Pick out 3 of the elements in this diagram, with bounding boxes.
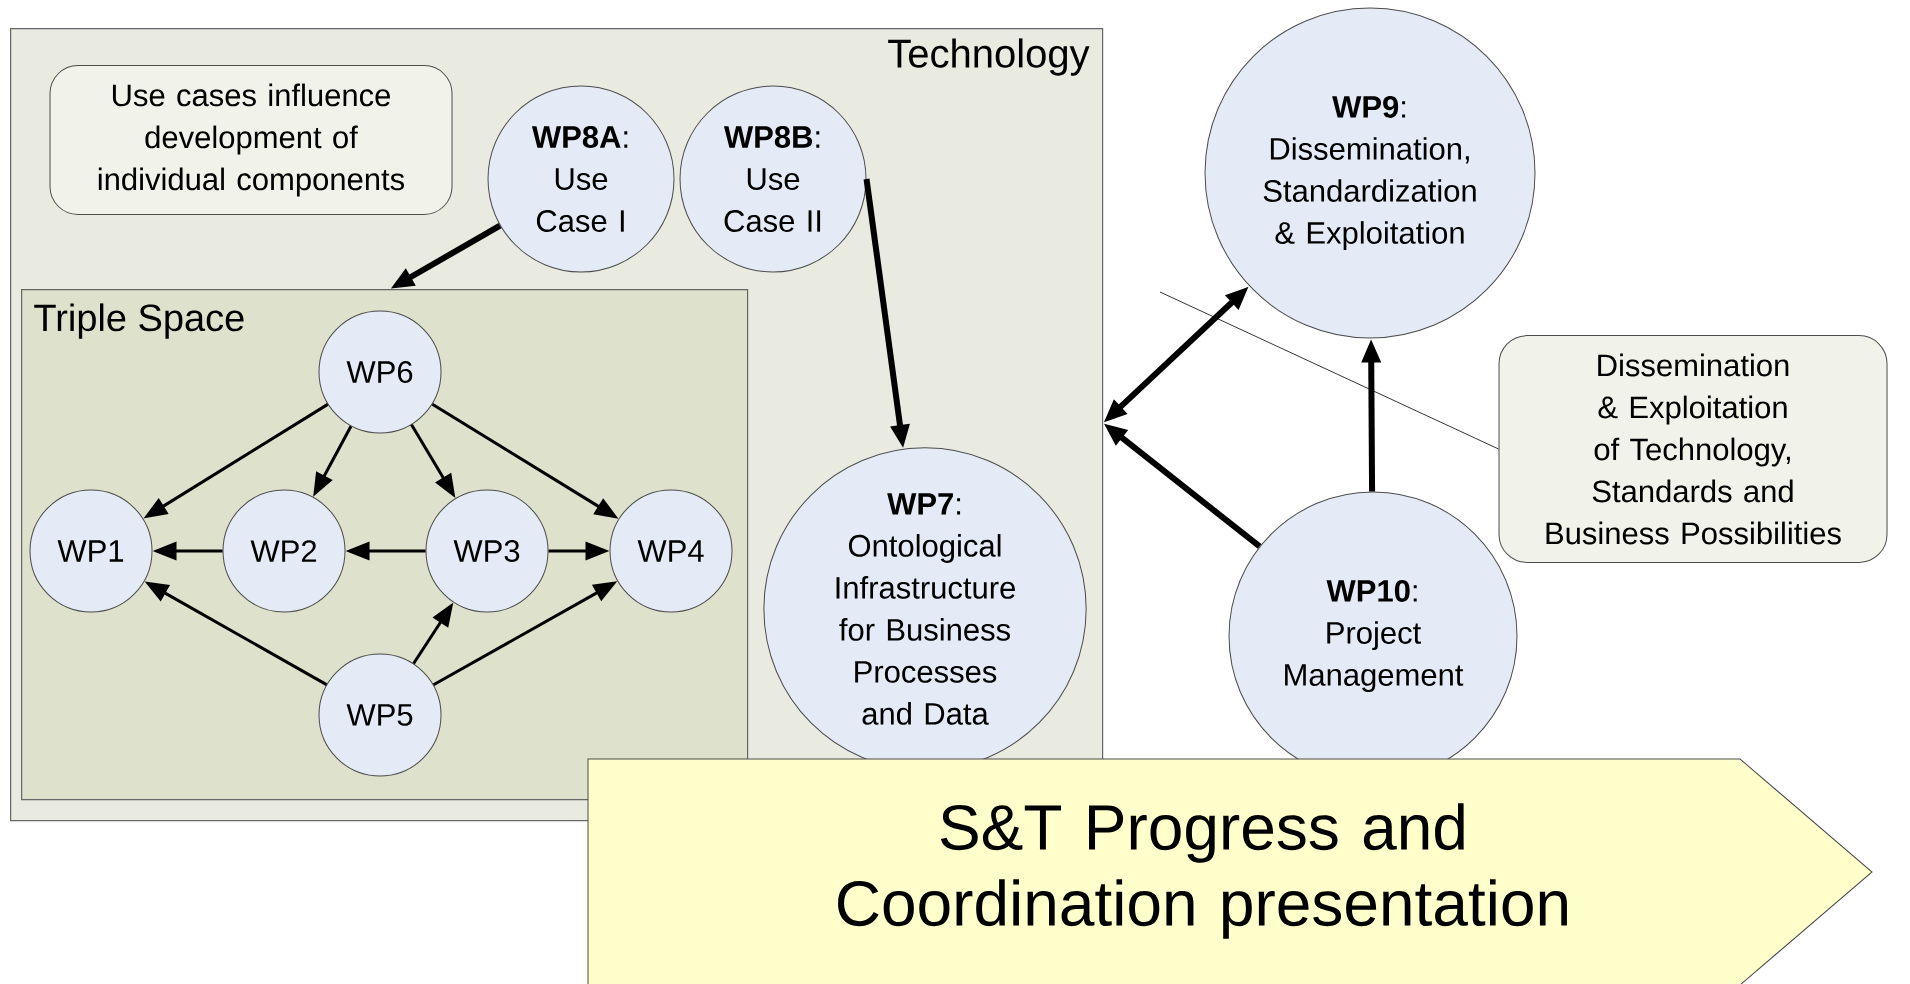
note-box: Use cases influence development of individual components xyxy=(49,65,453,215)
note-box: Dissemination & Exploitation of Technology, Standards and Business Possibilities xyxy=(1498,335,1888,563)
leader-line xyxy=(1159,291,1499,450)
